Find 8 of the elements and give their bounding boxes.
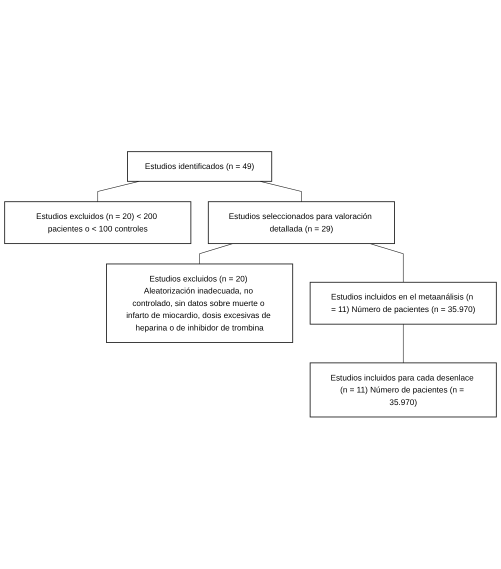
connector bbox=[402, 324, 404, 364]
node-box: Estudios excluidos (n = 20) Aleatorización inadecuada, no controlado, sin datos sobre muerte o infarto de miocardio, dosis excesivas de heparina o de inhibidor de trombina bbox=[106, 264, 294, 344]
node-box: Estudios seleccionados para valoración detallada (n = 29) bbox=[208, 201, 395, 244]
node-box: Estudios excluidos (n = 20) < 200 pacientes o < 100 controles bbox=[4, 201, 192, 244]
node-box: Estudios identificados (n = 49) bbox=[127, 151, 272, 182]
connector bbox=[199, 243, 234, 264]
node-box: Estudios incluidos en el metaanálisis (n = 11) Número de pacientes (n = 35.970) bbox=[310, 282, 497, 325]
node-box: Estudios incluidos para cada desenlace (n = 11) Número de pacientes (n = 35.970) bbox=[310, 362, 497, 418]
